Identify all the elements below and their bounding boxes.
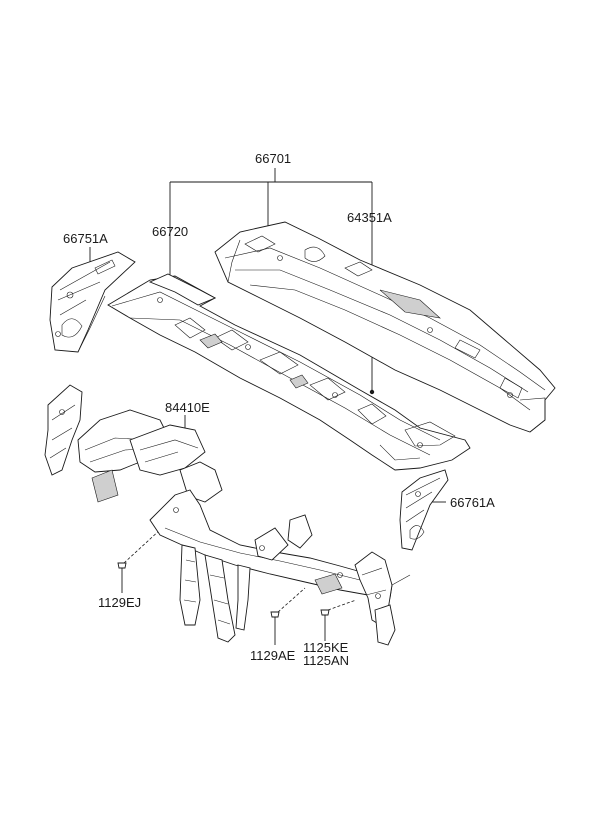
label-64351A: 64351A (347, 210, 392, 225)
label-1129AE: 1129AE (250, 648, 296, 663)
label-1125KE: 1125KE (303, 640, 349, 655)
label-66761A: 66761A (450, 495, 495, 510)
fasteners (117, 562, 330, 628)
label-1129EJ: 1129EJ (98, 595, 141, 610)
part-labels: 66701 66720 64351A 66751A 84410E 66761A … (63, 151, 495, 668)
bolt-1129EJ (117, 562, 127, 578)
bolt-1129AE (270, 611, 280, 628)
part-66751A-left-panel (49, 251, 136, 353)
label-1125AN: 1125AN (303, 653, 349, 668)
part-66761A-right-panel (399, 469, 449, 551)
bolt-1125KE (320, 609, 330, 622)
part-64351A-dash-panel (214, 221, 556, 433)
label-66751A: 66751A (63, 231, 108, 246)
part-66720-cowl-panel (107, 273, 471, 471)
label-66720: 66720 (152, 224, 188, 239)
label-84410E: 84410E (165, 400, 210, 415)
part-84410E-crossbar (44, 384, 411, 646)
label-66701: 66701 (255, 151, 291, 166)
